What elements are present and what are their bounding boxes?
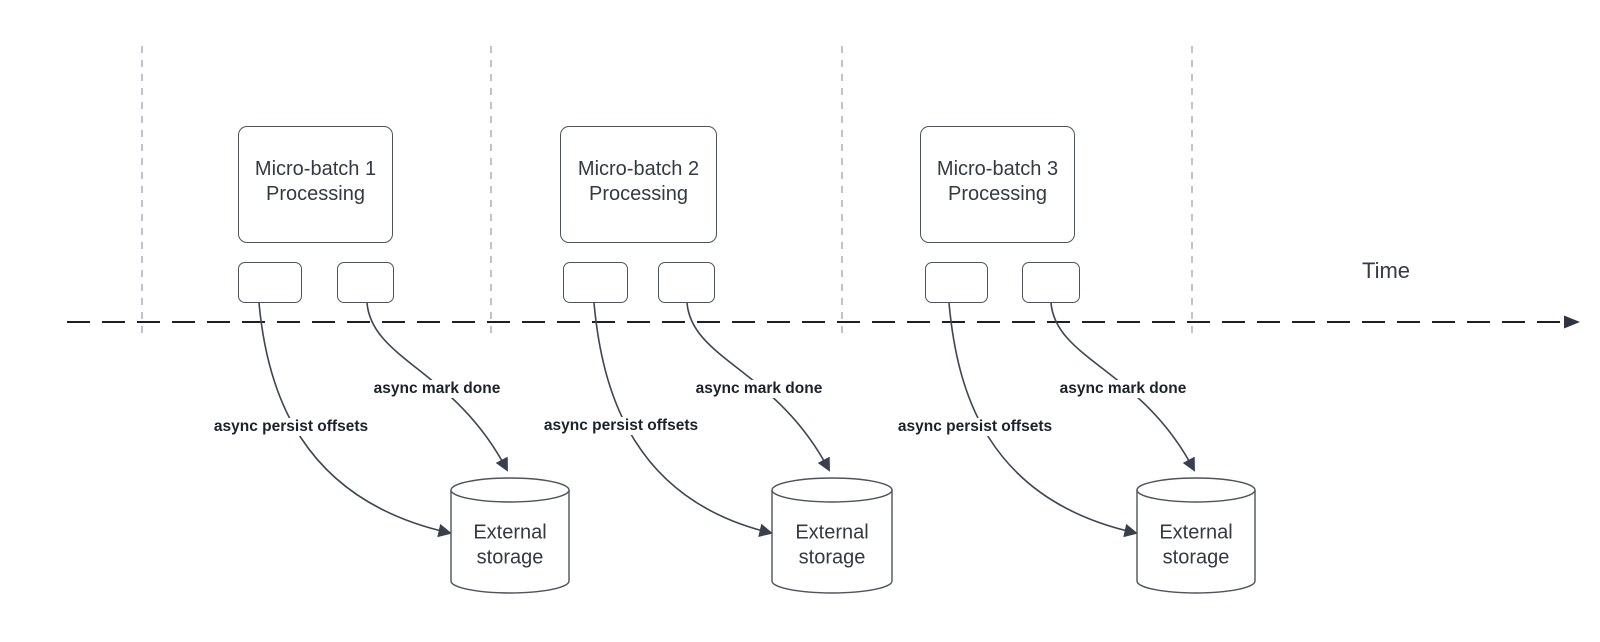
mark-done-arrow-2 <box>686 302 830 472</box>
micro-batch-3-subtask-right-box <box>1022 262 1080 303</box>
mark-done-label-2: async mark done <box>692 380 826 398</box>
external-storage-label-2-line1: External <box>795 521 869 544</box>
micro-batch-1-title: Micro-batch 1 <box>254 158 377 180</box>
time-axis-label: Time <box>1361 258 1411 283</box>
persist-offsets-arrow-1 <box>258 302 452 538</box>
cylinder-body-3 <box>1136 490 1256 594</box>
micro-batch-1-subtask-right-box <box>337 262 394 303</box>
micro-batch-3-subtitle: Processing <box>948 182 1047 205</box>
persist-offsets-arrow-3 <box>948 302 1138 538</box>
external-storage-label-3: External storage <box>1159 521 1232 570</box>
mark-done-label-1: async mark done <box>370 380 504 398</box>
micro-batch-1-box: Micro-batch 1 Processing <box>238 126 393 243</box>
micro-batch-2-subtask-right-box <box>658 262 715 303</box>
cylinder-top-2 <box>771 477 893 503</box>
cylinder-body-2 <box>771 490 893 594</box>
external-storage-cylinder-2 <box>771 477 893 594</box>
micro-batch-3-box: Micro-batch 3 Processing <box>920 126 1075 243</box>
micro-batch-2-box: Micro-batch 2 Processing <box>560 126 717 243</box>
external-storage-cylinder-1 <box>450 477 570 594</box>
cylinder-body-1 <box>450 490 570 594</box>
persist-offsets-label-2: async persist offsets <box>540 417 702 435</box>
cylinder-top-1 <box>450 477 570 503</box>
mark-done-label-3: async mark done <box>1056 380 1190 398</box>
persist-offsets-label-1: async persist offsets <box>210 418 372 436</box>
external-storage-cylinder-3 <box>1136 477 1256 594</box>
mark-done-arrow-1 <box>366 302 508 472</box>
cylinder-top-3 <box>1136 477 1256 503</box>
external-storage-label-2-line2: storage <box>798 546 866 568</box>
micro-batch-2-subtask-left-box <box>563 262 628 303</box>
micro-batch-1-subtitle: Processing <box>266 182 365 205</box>
external-storage-label-1: External storage <box>473 521 546 570</box>
external-storage-label-3-line1: External <box>1159 521 1233 544</box>
persist-offsets-arrow-2 <box>593 302 773 537</box>
micro-batch-1-subtask-left-box <box>238 262 302 303</box>
time-axis-arrowhead-icon <box>1564 315 1580 329</box>
external-storage-label-1-line2: storage <box>476 546 544 568</box>
external-storage-label-3-line2: storage <box>1162 546 1230 568</box>
micro-batch-3-subtask-left-box <box>925 262 988 303</box>
mark-done-arrow-3 <box>1050 302 1195 472</box>
micro-batch-3-title: Micro-batch 3 <box>936 158 1059 180</box>
micro-batch-2-subtitle: Processing <box>589 182 688 205</box>
persist-offsets-label-3: async persist offsets <box>894 418 1056 436</box>
micro-batch-2-title: Micro-batch 2 <box>577 158 700 180</box>
external-storage-label-1-line1: External <box>473 521 547 544</box>
external-storage-label-2: External storage <box>795 521 868 570</box>
